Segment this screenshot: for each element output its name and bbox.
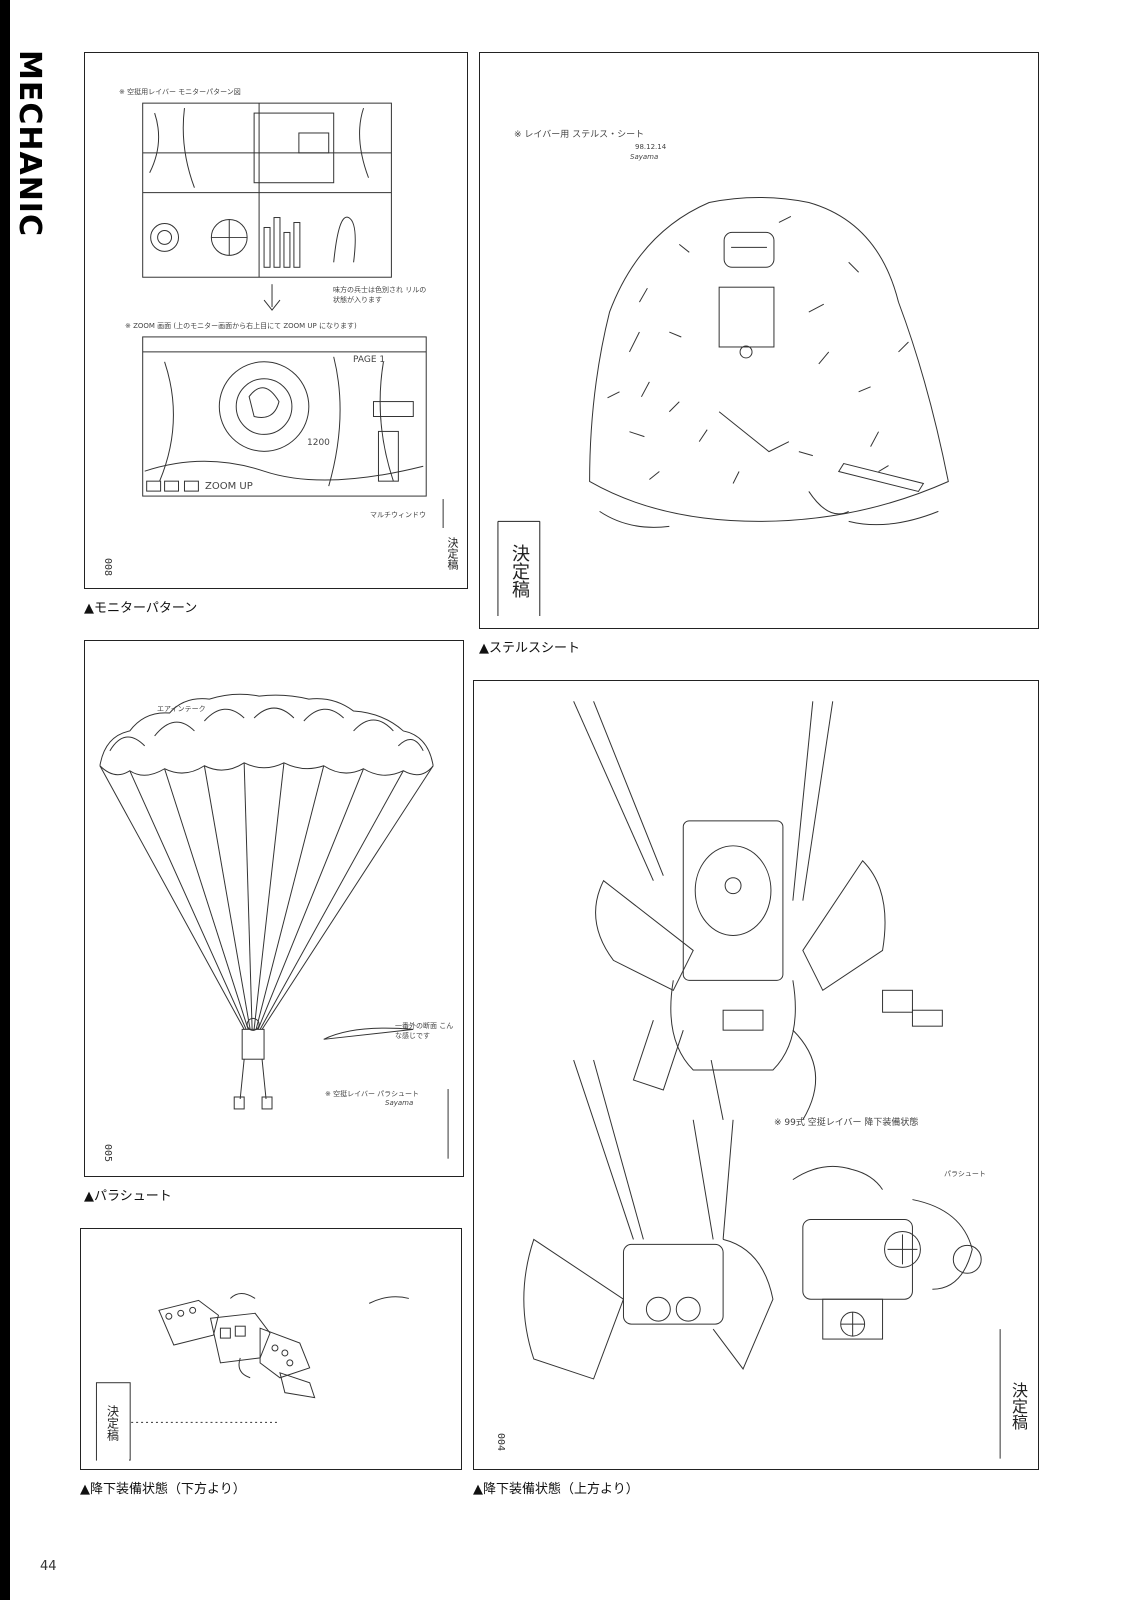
monitor-caption: ▲モニターパターン (84, 601, 198, 616)
stealth-date: 98.12.14 (635, 143, 667, 151)
zoom-page-label: PAGE 1 (353, 355, 386, 365)
descent-above-panel: ※ 99式 空挺レイバー 降下装備状態 パラシュート 004 決定稿 (473, 680, 1039, 1470)
descent-below-caption: ▲降下装備状態（下方より） (80, 1482, 246, 1497)
descent-above-sketch (523, 701, 1001, 1459)
parachute-sheet-number: 005 (102, 1144, 113, 1163)
stealth-stamp: 決定稿 (500, 528, 538, 614)
side-bar (0, 0, 10, 1600)
page-number: 44 (40, 1559, 57, 1574)
stealth-title: ※ レイバー用 ステルス・シート (514, 130, 645, 140)
canopy-note: エアインテーク (157, 705, 206, 713)
zoom-readout: 1200 (307, 438, 330, 448)
monitor-pattern-panel: ※ 空挺用レイバー モニターパターン図 味方の兵士は色別され リルの状態が入りま… (84, 52, 468, 589)
stealth-sheet-sketch (497, 197, 949, 617)
parachute-signature: Sayama (385, 1099, 414, 1107)
descent-above-stamp: 決定稿 (1004, 1361, 1032, 1451)
stealth-signature: Sayama (630, 153, 659, 161)
parachute-caption: ▲パラシュート (84, 1189, 172, 1204)
descent-below-panel: 決定稿 (80, 1228, 462, 1470)
descent-above-caption: ▲降下装備状態（上方より） (473, 1482, 639, 1497)
parachute-panel: エアインテーク 一番外の断面 こんな感じです ※ 空挺レイバー パラシュート S… (84, 640, 464, 1177)
descent-above-sheet-number: 004 (495, 1433, 506, 1452)
zoom-title: ※ ZOOM 画面 (上のモニター画面から右上目にて ZOOM UP になります… (125, 322, 357, 330)
monitor-pattern-sketch (142, 102, 444, 576)
zoom-up-label: ZOOM UP (205, 481, 253, 492)
monitor-sheet-number: 008 (102, 558, 113, 577)
profile-note: 一番外の断面 こんな感じです (395, 1022, 454, 1040)
monitor-title: ※ 空挺用レイバー モニターパターン図 (119, 88, 241, 96)
descent-below-sketch (95, 1292, 409, 1461)
stealth-caption: ▲ステルスシート (479, 641, 580, 656)
parachute-sketch (99, 693, 449, 1159)
monitor-stamp: 決定稿 (441, 528, 463, 578)
section-label: MECHANIC (12, 50, 47, 237)
descent-above-parachute-note: パラシュート (944, 1170, 986, 1178)
descent-above-title: ※ 99式 空挺レイバー 降下装備状態 (774, 1118, 919, 1128)
stealth-sheet-panel: ※ レイバー用 ステルス・シート 98.12.14 Sayama 決定稿 (479, 52, 1039, 629)
monitor-note: 味方の兵士は色別され リルの状態が入ります (333, 286, 427, 304)
window-note: マルチウィンドウ (370, 511, 426, 519)
descent-below-stamp: 決定稿 (97, 1385, 129, 1461)
parachute-title: ※ 空挺レイバー パラシュート (325, 1090, 420, 1098)
